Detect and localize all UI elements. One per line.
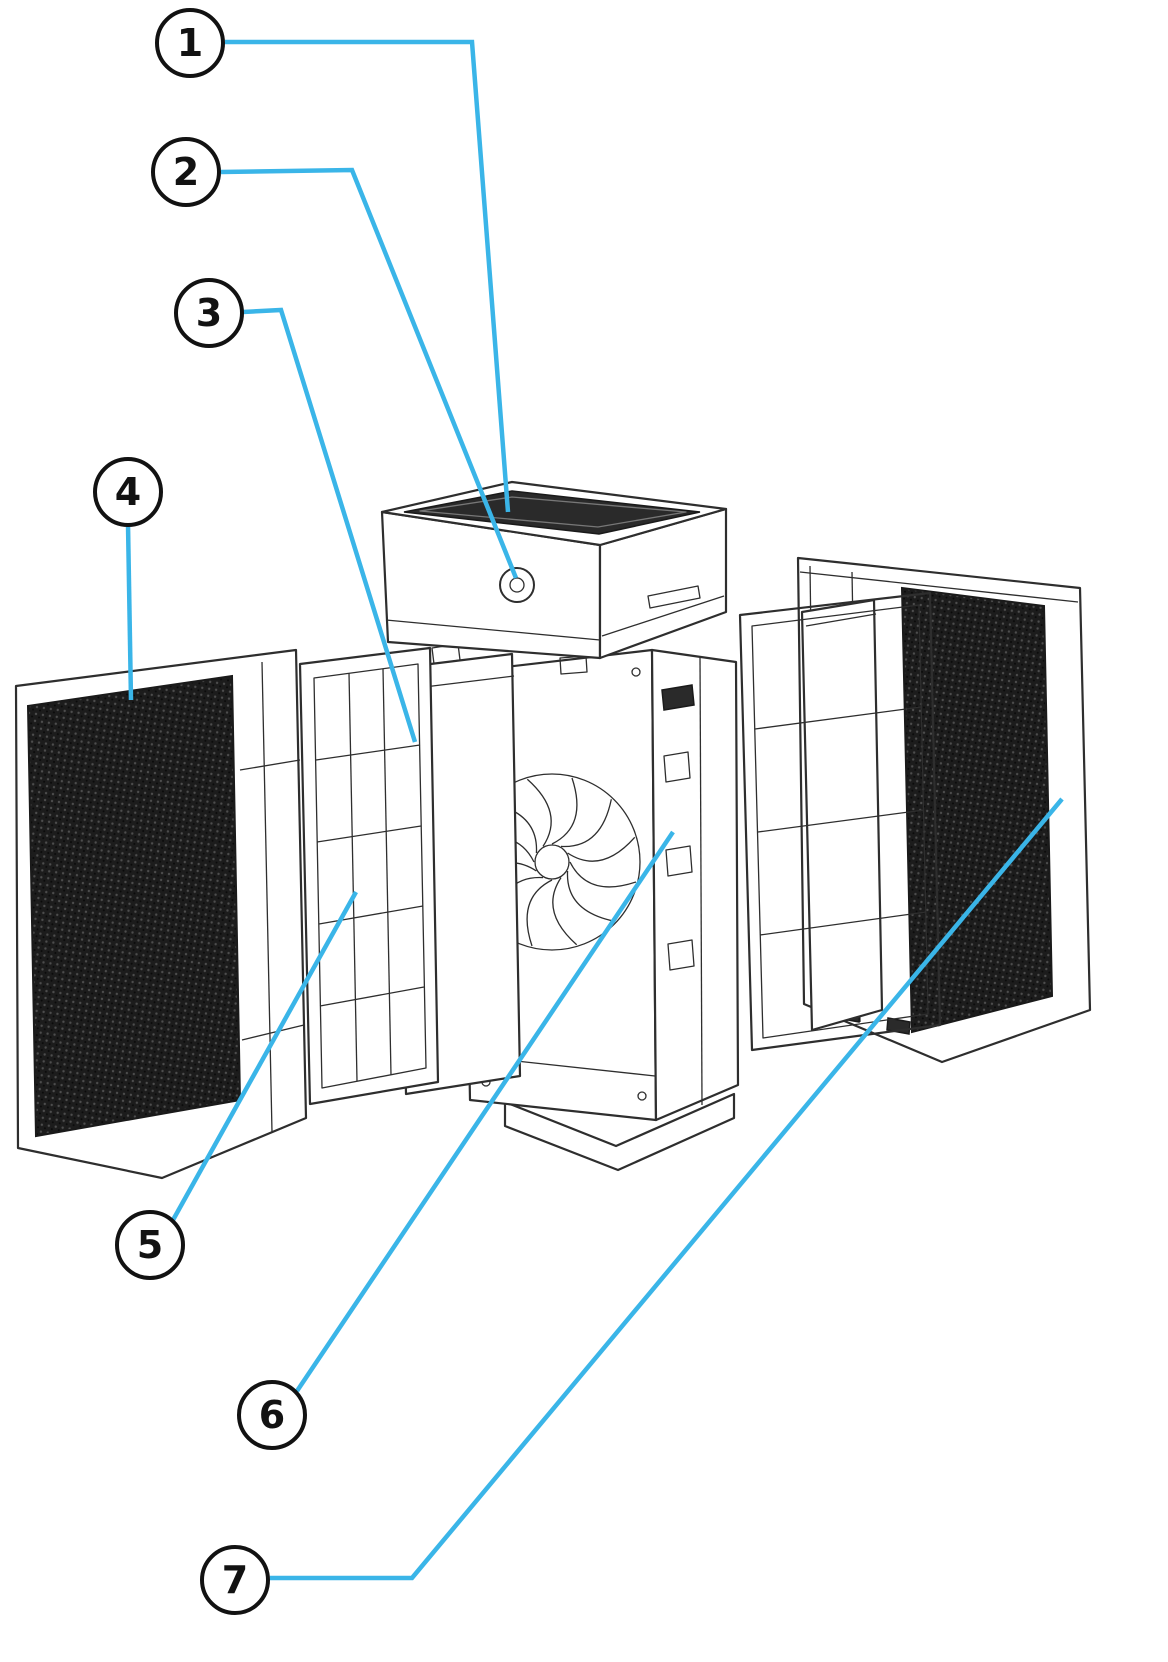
base [503, 1092, 736, 1172]
callout-3: 3 [174, 278, 244, 348]
leader-line-6 [295, 830, 675, 1393]
back-filter [800, 598, 884, 1032]
back-filter-frame [738, 591, 942, 1052]
callout-5: 5 [115, 1210, 185, 1280]
handle [647, 585, 701, 609]
control-head [380, 480, 728, 675]
leader-line-5 [171, 890, 358, 1222]
callout-1: 1 [155, 8, 225, 78]
power-button [499, 567, 535, 603]
callout-6: 6 [237, 1380, 307, 1450]
leader-lines [125, 39, 1064, 1581]
front-panel [14, 648, 308, 1180]
leader-line-1 [225, 39, 511, 513]
callout-7: 7 [200, 1545, 270, 1615]
rear-door [650, 648, 740, 1122]
leader-line-4 [125, 523, 134, 701]
leader-line-2 [220, 167, 519, 579]
prefilter-frame [298, 646, 440, 1106]
callout-2: 2 [151, 137, 221, 207]
leader-line-3 [242, 307, 418, 743]
callout-4: 4 [93, 457, 163, 527]
leader-line-7 [270, 797, 1064, 1581]
